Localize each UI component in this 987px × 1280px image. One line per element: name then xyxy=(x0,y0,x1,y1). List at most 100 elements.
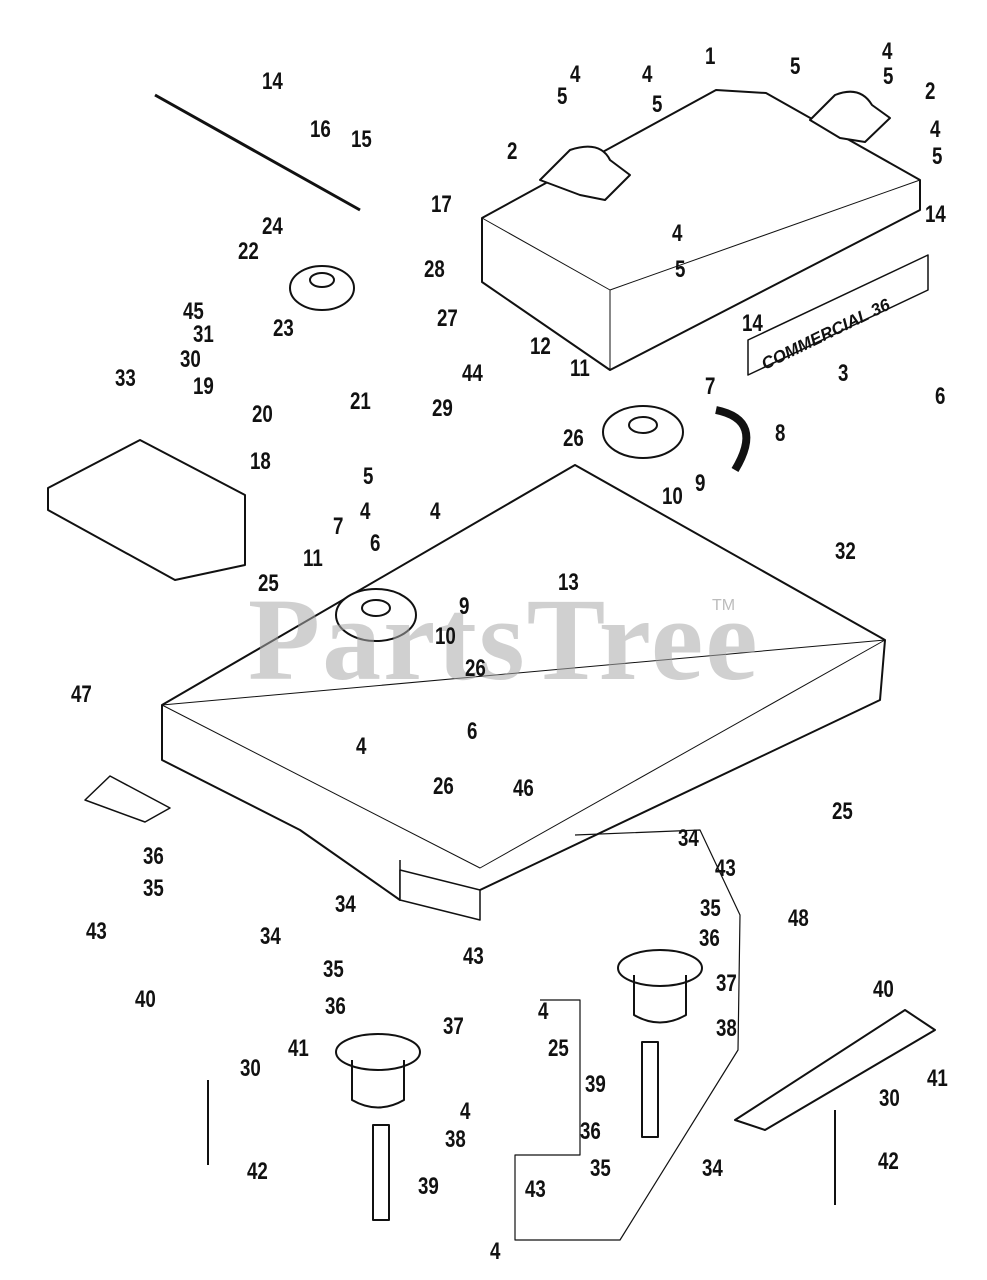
link-rod xyxy=(154,93,361,212)
callout-36: 36 xyxy=(143,843,164,870)
callout-5: 5 xyxy=(790,53,801,80)
callout-43: 43 xyxy=(463,943,484,970)
callout-28: 28 xyxy=(424,256,445,283)
callout-17: 17 xyxy=(431,191,452,218)
callout-25: 25 xyxy=(258,570,279,597)
baffle xyxy=(47,439,246,581)
callout-44: 44 xyxy=(462,360,483,387)
callout-34: 34 xyxy=(260,923,281,950)
callout-4: 4 xyxy=(930,116,941,143)
callout-6: 6 xyxy=(467,718,478,745)
callout-30: 30 xyxy=(240,1055,261,1082)
callout-5: 5 xyxy=(932,143,943,170)
callout-4: 4 xyxy=(642,61,653,88)
callout-7: 7 xyxy=(333,513,344,540)
callout-38: 38 xyxy=(445,1126,466,1153)
callout-42: 42 xyxy=(878,1148,899,1175)
bracket-right xyxy=(809,90,891,143)
watermark: PartsTree xyxy=(248,574,760,705)
callout-14: 14 xyxy=(925,201,946,228)
callout-35: 35 xyxy=(323,956,344,983)
callout-43: 43 xyxy=(86,918,107,945)
callout-16: 16 xyxy=(310,116,331,143)
callout-23: 23 xyxy=(273,315,294,342)
callout-37: 37 xyxy=(443,1013,464,1040)
pulley-10-left xyxy=(335,588,417,642)
callout-5: 5 xyxy=(883,63,894,90)
callout-30: 30 xyxy=(180,346,201,373)
callout-36: 36 xyxy=(325,993,346,1020)
callout-3: 3 xyxy=(838,360,849,387)
callout-12: 12 xyxy=(530,333,551,360)
callout-34: 34 xyxy=(335,891,356,918)
callout-10: 10 xyxy=(662,483,683,510)
blade xyxy=(734,1009,936,1131)
callout-45: 45 xyxy=(183,298,204,325)
callout-41: 41 xyxy=(288,1035,309,1062)
belt-guard xyxy=(715,406,751,473)
pulley-10-center xyxy=(602,405,684,459)
spindle-housing-left xyxy=(335,1033,421,1109)
callout-14: 14 xyxy=(742,310,763,337)
callout-30: 30 xyxy=(879,1085,900,1112)
callout-46: 46 xyxy=(513,775,534,802)
callout-6: 6 xyxy=(370,530,381,557)
callout-15: 15 xyxy=(351,126,372,153)
callout-21: 21 xyxy=(350,388,371,415)
callout-26: 26 xyxy=(563,425,584,452)
callout-24: 24 xyxy=(262,213,283,240)
callout-1: 1 xyxy=(705,43,716,70)
decal-47 xyxy=(84,775,171,823)
callout-36: 36 xyxy=(580,1118,601,1145)
callout-5: 5 xyxy=(557,83,568,110)
callout-7: 7 xyxy=(705,373,716,400)
callout-25: 25 xyxy=(548,1035,569,1062)
callout-4: 4 xyxy=(538,998,549,1025)
callout-36: 36 xyxy=(699,925,720,952)
callout-42: 42 xyxy=(247,1158,268,1185)
assembly-48-bracket xyxy=(514,829,741,1241)
callout-4: 4 xyxy=(490,1238,501,1265)
callout-25: 25 xyxy=(832,798,853,825)
callout-4: 4 xyxy=(356,733,367,760)
callout-5: 5 xyxy=(363,463,374,490)
callout-43: 43 xyxy=(525,1176,546,1203)
callout-4: 4 xyxy=(672,220,683,247)
callout-9: 9 xyxy=(695,470,706,497)
callout-32: 32 xyxy=(835,538,856,565)
callout-34: 34 xyxy=(702,1155,723,1182)
callout-22: 22 xyxy=(238,238,259,265)
callout-18: 18 xyxy=(250,448,271,475)
callout-9: 9 xyxy=(459,593,470,620)
callout-37: 37 xyxy=(716,970,737,997)
callout-11: 11 xyxy=(570,355,590,382)
callout-26: 26 xyxy=(465,655,486,682)
callout-5: 5 xyxy=(652,91,663,118)
callout-19: 19 xyxy=(193,373,214,400)
callout-43: 43 xyxy=(715,855,736,882)
callout-4: 4 xyxy=(570,61,581,88)
callout-39: 39 xyxy=(585,1071,606,1098)
callout-35: 35 xyxy=(590,1155,611,1182)
callout-41: 41 xyxy=(927,1065,948,1092)
callout-8: 8 xyxy=(775,420,786,447)
callout-48: 48 xyxy=(788,905,809,932)
callout-40: 40 xyxy=(873,976,894,1003)
callout-4: 4 xyxy=(460,1098,471,1125)
callout-6: 6 xyxy=(935,383,946,410)
callout-5: 5 xyxy=(675,256,686,283)
callout-35: 35 xyxy=(700,895,721,922)
bracket-left xyxy=(539,145,631,201)
callout-4: 4 xyxy=(882,38,893,65)
pulley-22 xyxy=(289,265,355,311)
spindle-shaft-right xyxy=(641,1041,659,1138)
commercial-decal xyxy=(747,254,929,376)
spindle-shaft-left xyxy=(372,1124,390,1221)
callout-40: 40 xyxy=(135,986,156,1013)
callout-34: 34 xyxy=(678,825,699,852)
callout-33: 33 xyxy=(115,365,136,392)
callout-10: 10 xyxy=(435,623,456,650)
callout-11: 11 xyxy=(303,545,323,572)
callout-13: 13 xyxy=(558,569,579,596)
